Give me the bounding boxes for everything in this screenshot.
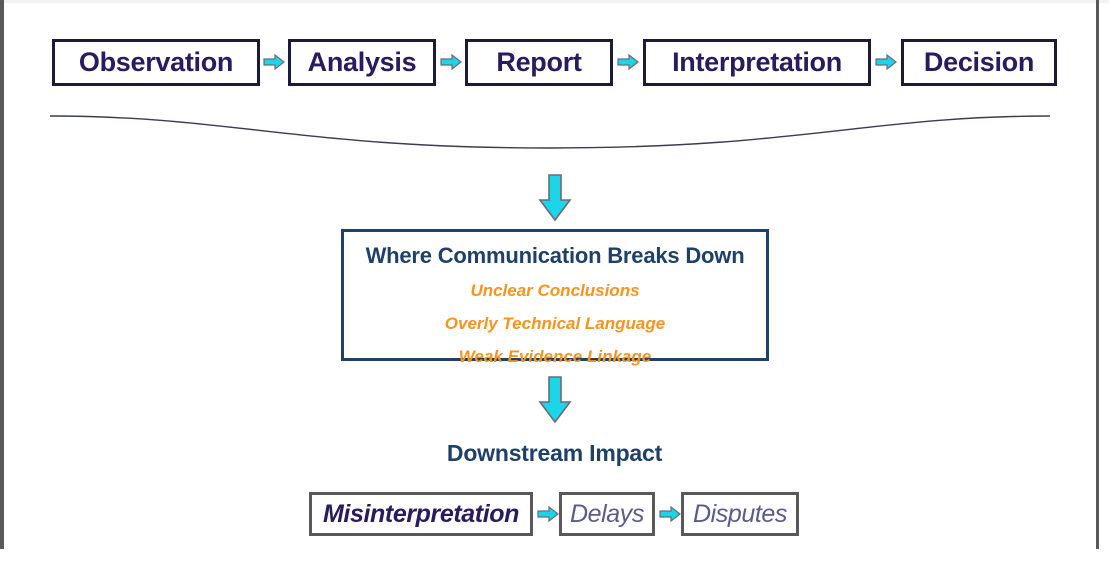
pipeline-box-decision[interactable]: Decision (901, 39, 1057, 86)
pipeline-box-label: Interpretation (672, 47, 842, 77)
arrow-down-icon (538, 376, 572, 424)
frame-right-bar (1096, 0, 1099, 549)
impact-box-label: Disputes (692, 499, 788, 528)
pipeline-box-label: Report (496, 47, 582, 77)
pipeline-box-observation[interactable]: Observation (52, 39, 260, 86)
frame-left-bar (0, 0, 4, 549)
breakdown-item: Overly Technical Language (444, 314, 666, 333)
impact-title: Downstream Impact (446, 440, 663, 466)
breakdown-item: Weak Evidence Linkage (458, 347, 652, 366)
impact-box-label: Delays (569, 499, 645, 528)
pipeline-box-label: Decision (923, 47, 1035, 77)
pipeline-box-label: Observation (78, 47, 234, 77)
impact-box-misinterpretation[interactable]: Misinterpretation (309, 492, 533, 536)
arrow-right-icon (537, 505, 559, 523)
frame-top-edge (0, 0, 1109, 3)
breakdown-panel: Where Communication Breaks Down Unclear … (341, 229, 769, 366)
impact-box-disputes[interactable]: Disputes (681, 492, 799, 536)
wave-divider (49, 104, 1051, 164)
arrow-right-icon (263, 53, 285, 71)
pipeline-box-interpretation[interactable]: Interpretation (643, 39, 871, 86)
pipeline-box-analysis[interactable]: Analysis (288, 39, 436, 86)
impact-box-label: Misinterpretation (323, 499, 519, 528)
impact-box-delays[interactable]: Delays (559, 492, 655, 536)
arrow-right-icon (659, 505, 681, 523)
pipeline-box-report[interactable]: Report (465, 39, 613, 86)
arrow-right-icon (875, 53, 897, 71)
breakdown-title: Where Communication Breaks Down (365, 243, 745, 268)
arrow-right-icon (617, 53, 639, 71)
arrow-down-icon (538, 174, 572, 222)
breakdown-item: Unclear Conclusions (470, 281, 640, 300)
pipeline-box-label: Analysis (307, 47, 417, 77)
arrow-right-icon (440, 53, 462, 71)
